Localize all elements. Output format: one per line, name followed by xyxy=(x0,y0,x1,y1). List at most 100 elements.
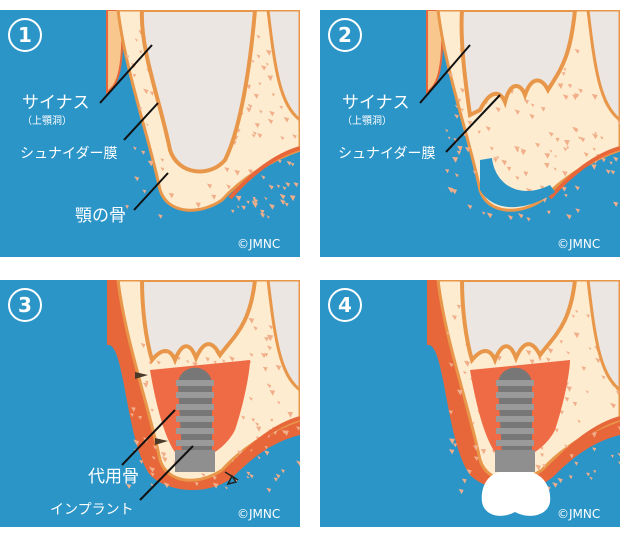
bone-speck xyxy=(448,72,453,78)
bone-speck xyxy=(221,359,226,363)
bone-speck xyxy=(279,193,286,200)
implant-thread xyxy=(496,416,534,422)
bone-speck xyxy=(211,475,217,481)
bone-speck xyxy=(241,205,246,211)
bone-speck xyxy=(525,349,532,356)
bone-speck xyxy=(205,357,210,362)
bone-speck xyxy=(571,314,575,318)
bone-speck xyxy=(276,400,281,405)
bone-speck xyxy=(613,156,619,162)
bone-speck xyxy=(542,464,546,468)
bone-speck xyxy=(275,364,282,371)
bone-speck xyxy=(523,171,529,177)
bone-speck xyxy=(280,469,285,474)
bone-speck xyxy=(572,126,578,132)
bone-speck xyxy=(268,184,274,190)
bone-speck xyxy=(253,326,258,331)
gum-line xyxy=(548,146,620,200)
bone-speck xyxy=(457,145,463,152)
bone-speck xyxy=(617,120,620,125)
bone-speck xyxy=(458,489,464,495)
copyright: ©JMNC xyxy=(557,507,600,521)
panel-3: 3©JMNC xyxy=(0,280,300,527)
bone-speck xyxy=(557,477,563,484)
badge-circle xyxy=(328,288,362,322)
bone-speck xyxy=(537,357,542,362)
leader-line xyxy=(121,409,176,466)
bone-speck xyxy=(254,422,260,427)
adjacent-tooth-root xyxy=(266,10,300,122)
bone-speck xyxy=(448,362,454,368)
bone-speck xyxy=(546,210,551,215)
bone-speck xyxy=(139,460,144,464)
pin-icon xyxy=(155,438,168,445)
bone-speck xyxy=(151,455,156,460)
bone-speck xyxy=(251,418,255,423)
label-membrane: シュナイダー膜 xyxy=(20,146,117,162)
bone-speck xyxy=(258,82,262,86)
bone-speck xyxy=(544,162,550,169)
bone-speck xyxy=(157,214,163,219)
bone-speck xyxy=(125,204,129,209)
bone-speck xyxy=(267,118,274,125)
bone-speck xyxy=(247,103,253,109)
bone-speck xyxy=(456,389,463,396)
step-number: 2 xyxy=(338,23,352,47)
bone-speck xyxy=(270,418,274,423)
bone-speck xyxy=(530,103,535,108)
bone-speck xyxy=(125,55,130,60)
bone-speck xyxy=(269,203,275,210)
bone-speck xyxy=(133,439,140,446)
bone-speck xyxy=(600,157,606,163)
bone-speck xyxy=(284,202,289,207)
bone-speck xyxy=(445,129,449,133)
bone-speck xyxy=(248,317,255,324)
bone-speck xyxy=(465,147,471,153)
bone-speck xyxy=(585,390,589,394)
bone-speck xyxy=(149,466,155,473)
leader-line xyxy=(133,172,169,211)
copyright: ©JMNC xyxy=(237,237,280,251)
bone-speck xyxy=(156,360,161,365)
bone-speck xyxy=(260,65,267,71)
bone-speck xyxy=(552,482,558,488)
implant-thread xyxy=(176,416,214,422)
implant-thread xyxy=(496,440,534,446)
copyright: ©JMNC xyxy=(237,507,280,521)
bone-speck xyxy=(501,159,508,166)
bone-speck xyxy=(143,88,149,95)
sinus-cavity xyxy=(139,10,258,174)
bone-speck xyxy=(145,380,149,385)
bone-speck xyxy=(459,88,465,93)
pin-icon xyxy=(135,372,148,379)
bone-speck xyxy=(266,345,272,351)
bone-speck xyxy=(535,464,542,471)
bone-speck xyxy=(451,188,458,195)
bone-speck xyxy=(150,408,154,412)
bone-speck xyxy=(262,366,268,372)
bone-speck xyxy=(235,195,242,202)
bone-speck xyxy=(610,454,614,458)
bone-speck xyxy=(507,214,513,221)
bone-speck xyxy=(264,352,269,357)
bone-speck xyxy=(268,324,273,330)
bone-speck xyxy=(229,356,235,362)
bone-window xyxy=(480,158,555,208)
bone-speck xyxy=(275,473,281,479)
bone-speck xyxy=(271,93,275,97)
bone-speck xyxy=(610,402,616,409)
bone-speck xyxy=(495,107,501,113)
bone-speck xyxy=(292,134,297,139)
bone-speck xyxy=(265,62,269,66)
bone-speck xyxy=(264,196,268,201)
panel-4: 4©JMNC xyxy=(320,280,620,527)
bone-speck xyxy=(251,133,256,138)
bone-speck xyxy=(140,343,146,348)
bone-speck xyxy=(163,482,170,489)
label-sinus: サイナス xyxy=(342,93,410,113)
bone-speck xyxy=(253,93,259,99)
bone-speck xyxy=(593,469,597,474)
bone-speck xyxy=(549,149,553,153)
bone-speck xyxy=(266,335,273,342)
bone-speck xyxy=(448,438,455,445)
